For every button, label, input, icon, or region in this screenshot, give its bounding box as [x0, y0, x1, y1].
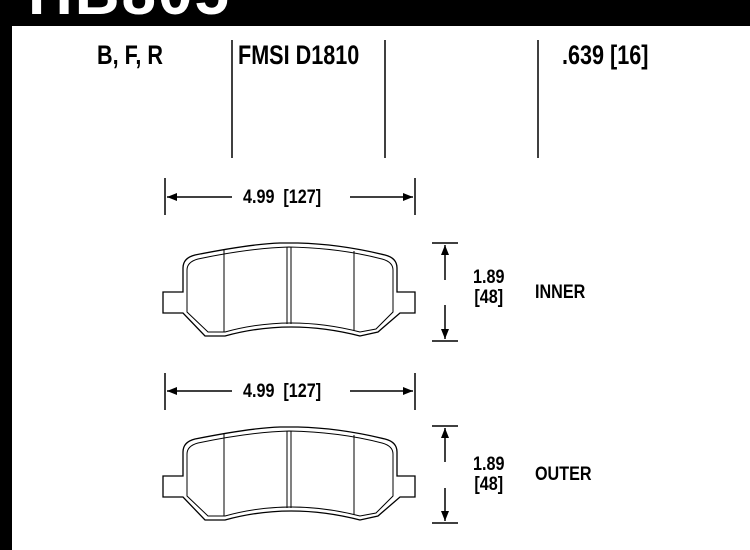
outer-height-label: 1.89[48] [473, 454, 505, 495]
outer-label: OUTER [535, 464, 592, 485]
drawing-panel [12, 26, 750, 550]
dimension-lines [164, 178, 458, 524]
inner-height-label: 1.89[48] [473, 267, 505, 308]
outer-width-label: 4.99 [127] [243, 381, 322, 402]
part-number-title: HB805 [28, 0, 231, 29]
inner-label: INNER [535, 282, 586, 303]
compounds-label: B, F, R [97, 40, 164, 70]
thickness-label: .639 [16] [562, 40, 649, 70]
header-dividers [231, 40, 539, 158]
inner-pad-drawing [162, 242, 416, 337]
fmsi-label: FMSI D1810 [238, 40, 360, 70]
inner-width-label: 4.99 [127] [243, 187, 322, 208]
outer-pad-drawing [162, 426, 416, 521]
